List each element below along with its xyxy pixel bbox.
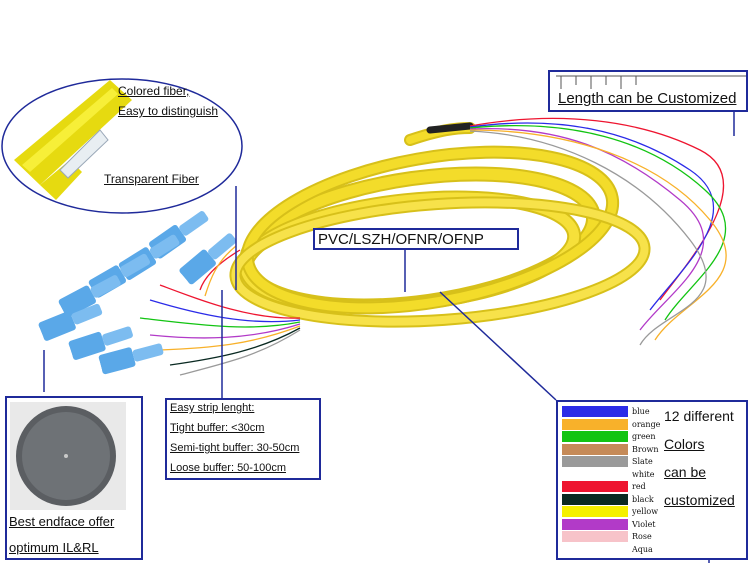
- colors-label-1: 12 different: [664, 408, 734, 424]
- color-swatch: [562, 418, 628, 430]
- color-swatch: [562, 431, 628, 442]
- fanout-fibers-right: [469, 117, 727, 346]
- color-swatch: [562, 406, 628, 417]
- color-swatch: [562, 506, 628, 517]
- color-swatch-label: Violet: [632, 519, 656, 529]
- yellow-cable-coil: [229, 122, 651, 328]
- color-swatch-label: red: [632, 482, 646, 491]
- color-swatch-label: yellow: [632, 507, 659, 516]
- color-swatch-label: Slate: [632, 457, 653, 466]
- leader-lines: [43, 112, 735, 563]
- length-callout: Length can be Customized: [548, 70, 748, 112]
- color-swatch: [562, 493, 628, 505]
- colors-label-3: can be: [664, 464, 707, 480]
- color-swatch-label: Rose: [632, 532, 652, 541]
- color-swatch: [562, 518, 628, 530]
- color-swatch: [562, 531, 628, 542]
- strip-title: Easy strip lenght:: [170, 402, 255, 414]
- length-label: Length can be Customized: [558, 90, 737, 107]
- color-swatch-label: green: [632, 432, 656, 441]
- color-swatch-label: Brown: [632, 444, 659, 454]
- color-swatch: [562, 481, 628, 492]
- strip-tight: Tight buffer: <30cm: [170, 422, 265, 434]
- color-swatch: [562, 468, 628, 480]
- endface-label-1: Best endface offer: [9, 514, 115, 529]
- color-swatch: [562, 543, 628, 555]
- sc-connectors: [34, 211, 237, 375]
- color-swatch-label: Aqua: [632, 544, 653, 554]
- strip-semi: Semi-tight buffer: 30-50cm: [170, 442, 300, 454]
- endface-photo: [10, 402, 126, 510]
- colored-fiber-label-2: Easy to distinguish: [118, 104, 219, 118]
- color-swatch-label: blue: [632, 407, 650, 416]
- colored-fiber-label-1: Colored fiber,: [118, 84, 190, 98]
- color-swatch-label: black: [632, 494, 654, 504]
- color-swatch-label: white: [632, 469, 655, 479]
- endface-label-2: optimum IL&RL: [9, 540, 99, 555]
- jacket-material-callout: PVC/LSZH/OFNR/OFNP: [313, 228, 519, 250]
- endface-callout: Best endface offer optimum IL&RL: [5, 396, 143, 560]
- color-swatch: [562, 443, 628, 455]
- transparent-fiber-label: Transparent Fiber: [104, 172, 199, 186]
- magnified-fiber-circle: [1, 78, 243, 214]
- strip-length-callout: Easy strip lenght: Tight buffer: <30cm S…: [165, 398, 321, 480]
- ruler-icon: [556, 75, 746, 89]
- colors-label-2: Colors: [664, 436, 705, 452]
- color-swatch: [562, 456, 628, 467]
- jacket-material-label: PVC/LSZH/OFNR/OFNP: [318, 231, 484, 248]
- strip-loose: Loose buffer: 50-100cm: [170, 462, 286, 474]
- fanout-fibers-left: [139, 245, 301, 376]
- colors-label-4: customized: [664, 492, 735, 508]
- color-swatch-label: orange: [632, 419, 661, 429]
